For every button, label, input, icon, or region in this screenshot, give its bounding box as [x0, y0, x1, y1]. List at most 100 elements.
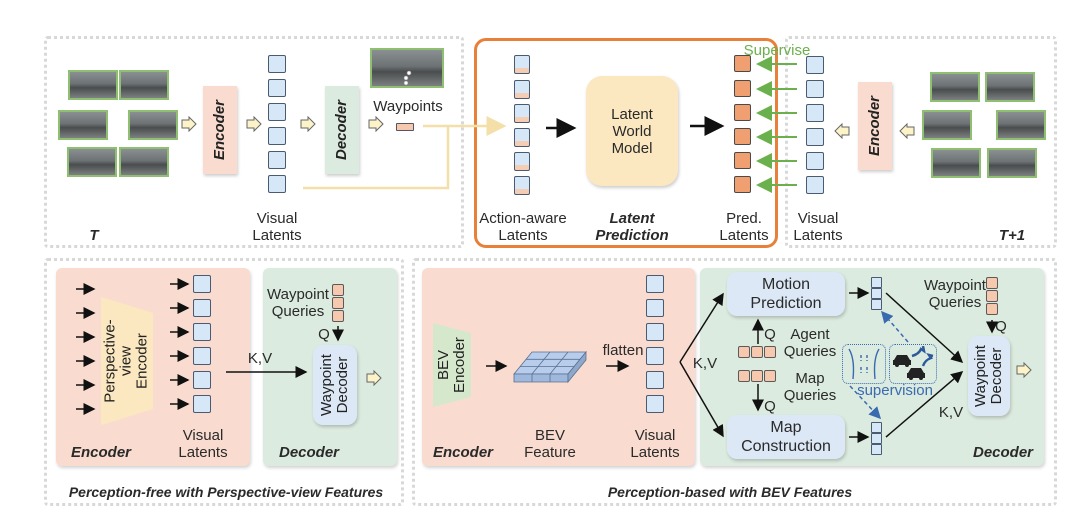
waypoint-query-token: [332, 284, 344, 296]
pf-input-arrows: [76, 283, 96, 415]
latent-token: [193, 323, 211, 341]
latent-token: [646, 371, 664, 389]
pred-latent-token: [734, 55, 751, 72]
latent-token: [806, 128, 824, 146]
pred-latent-token: [734, 104, 751, 121]
latent-token: [268, 55, 286, 73]
latent-token: [193, 299, 211, 317]
latent-token: [268, 127, 286, 145]
kv-to-motion-arrow: [679, 292, 724, 363]
latent-token: [193, 347, 211, 365]
motion-output-token: [871, 288, 882, 299]
map-to-decoder-arrow: [885, 371, 964, 438]
pred-latent-token: [734, 176, 751, 193]
block-arrow-left-icon: [899, 123, 915, 139]
latent-token: [646, 299, 664, 317]
map-query-token: [738, 370, 750, 382]
bev-encoder-shape: [433, 323, 471, 407]
pred-latent-token: [734, 80, 751, 97]
pf-encoder-section-label: Encoder: [70, 444, 131, 461]
motion-output-token: [871, 299, 882, 310]
pb-decoder-section-label: Decoder: [972, 444, 1034, 461]
map-query-token: [764, 370, 776, 382]
latent-token: [193, 395, 211, 413]
lane-map-icon: [848, 348, 880, 380]
latent-token: [806, 104, 824, 122]
waypoint-query-token: [332, 297, 344, 309]
pb-kv-label: K,V: [692, 355, 718, 372]
motion-output-token: [871, 277, 882, 288]
map-output-token: [871, 433, 882, 444]
pf-latent-arrows: [170, 278, 190, 410]
block-arrow-icon: [366, 370, 382, 386]
bottom-left-frame: [44, 258, 404, 506]
car-trajectory-icon: [893, 346, 934, 380]
block-arrow-icon: [1016, 362, 1032, 378]
q-map-label: Q: [764, 398, 776, 415]
agent-query-token: [764, 346, 776, 358]
map-output-token: [871, 422, 882, 433]
camera-image-left: [58, 110, 108, 140]
block-arrow-icon: [181, 116, 197, 132]
waypoint-query-token: [332, 310, 344, 322]
decoder-block-t: Decoder: [325, 86, 359, 174]
latent-token: [806, 56, 824, 74]
encoder-block-t: Encoder: [203, 86, 237, 174]
block-arrow-icon: [300, 116, 316, 132]
latent-token: [193, 371, 211, 389]
q-agent-label: Q: [764, 326, 776, 343]
camera-image-front: [119, 70, 169, 100]
latent-token: [646, 395, 664, 413]
camera-image-t1-back-left: [931, 148, 981, 178]
action-latent-token: [514, 55, 530, 74]
supervision-to-map-arrow: [849, 385, 882, 420]
waypoints-label: Waypoints: [373, 98, 443, 115]
encoder-block-t1: Encoder: [858, 82, 892, 170]
latent-token: [268, 151, 286, 169]
pf-decoder-section-label: Decoder: [278, 444, 340, 461]
agent-query-token: [738, 346, 750, 358]
action-latent-token: [514, 128, 530, 147]
camera-image-back-left: [67, 147, 117, 177]
agent-query-token: [751, 346, 763, 358]
latent-token: [268, 103, 286, 121]
waypoint-query-token: [986, 277, 998, 289]
pb-q-waypoint-label: Q: [995, 318, 1007, 335]
map-output-token: [871, 444, 882, 455]
action-latent-token: [514, 80, 530, 99]
perspective-view-encoder-shape: [101, 297, 153, 425]
waypoint-dots-icon: [403, 70, 412, 86]
pred-latent-token: [734, 152, 751, 169]
latent-token: [268, 175, 286, 193]
bottom-right-frame: [412, 258, 1057, 506]
action-latent-token: [514, 104, 530, 123]
camera-image-back: [119, 147, 169, 177]
pf-kv-label: K,V: [247, 350, 273, 367]
bev-feature-grid: [513, 350, 587, 384]
pb-encoder-section-label: Encoder: [432, 444, 493, 461]
map-query-token: [751, 370, 763, 382]
map-supervision-box: [842, 344, 886, 384]
top-right-frame: [785, 36, 1057, 248]
top-left-frame: [44, 36, 464, 248]
supervision-to-motion-arrow: [881, 310, 909, 343]
action-latent-token: [514, 152, 530, 171]
camera-image-t1-front: [985, 72, 1035, 102]
latent-token: [268, 79, 286, 97]
latent-prediction-frame: [474, 38, 778, 248]
latent-token: [646, 275, 664, 293]
latent-token: [806, 80, 824, 98]
block-arrow-icon: [368, 116, 384, 132]
